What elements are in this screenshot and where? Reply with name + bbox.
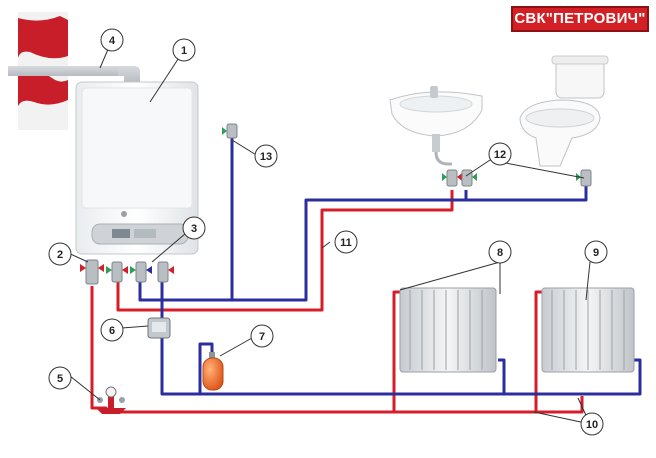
supply-to-sink — [116, 190, 454, 312]
callout-13: 13 — [254, 144, 278, 168]
valve-3-b — [130, 261, 152, 283]
supply-riser-radiator-1 — [392, 290, 400, 412]
valve-2-left — [80, 259, 104, 285]
callout-7: 7 — [250, 324, 274, 348]
radiator-9 — [541, 287, 635, 373]
fixture-valves — [442, 169, 592, 187]
valve-13 — [222, 123, 238, 139]
svg-text:11: 11 — [340, 237, 352, 249]
cold-water-fixtures — [466, 184, 588, 202]
cold-water-main — [138, 190, 468, 302]
callout-10: 10 — [580, 412, 604, 436]
callout-5: 5 — [48, 366, 72, 390]
svg-text:7: 7 — [259, 331, 265, 343]
return-main — [160, 338, 642, 396]
callout-12: 12 — [488, 142, 512, 166]
callouts: 1 4 2 3 5 6 7 8 9 10 11 12 13 — [48, 28, 608, 436]
valve-3-a — [106, 261, 128, 283]
supply-riser-radiator-2 — [534, 290, 542, 412]
svg-text:1: 1 — [181, 45, 187, 57]
svg-text:12: 12 — [494, 149, 506, 161]
svg-text:2: 2 — [57, 249, 63, 261]
svg-text:5: 5 — [57, 373, 63, 385]
svg-text:13: 13 — [260, 151, 272, 163]
svg-text:10: 10 — [586, 419, 598, 431]
valve-3-c — [157, 261, 174, 283]
callout-2: 2 — [48, 242, 72, 266]
callout-11: 11 — [334, 230, 358, 254]
return-link-tank — [198, 342, 214, 394]
callout-6: 6 — [100, 318, 124, 342]
brand-logo: СВК"ПЕТРОВИЧ" — [511, 6, 649, 32]
toilet — [519, 55, 609, 167]
return-radiator-1 — [498, 358, 506, 394]
svg-text:8: 8 — [497, 247, 503, 259]
return-pipes — [138, 134, 642, 396]
safety-group — [96, 386, 126, 414]
gas-boiler — [75, 81, 199, 255]
callout-1: 1 — [172, 38, 196, 62]
svg-text:3: 3 — [191, 223, 197, 235]
svg-text:6: 6 — [109, 325, 115, 337]
washbasin — [389, 86, 483, 166]
callout-3: 3 — [182, 216, 206, 240]
callout-9: 9 — [584, 240, 608, 264]
callout-8: 8 — [488, 240, 512, 264]
flue-pipe — [8, 66, 140, 84]
callout-4: 4 — [100, 28, 124, 52]
svg-text:4: 4 — [109, 35, 116, 47]
radiator-8 — [399, 287, 497, 373]
boiler-valves — [80, 259, 174, 285]
expansion-tank — [202, 352, 224, 391]
pump-filter — [147, 317, 171, 339]
svg-text:9: 9 — [593, 247, 599, 259]
